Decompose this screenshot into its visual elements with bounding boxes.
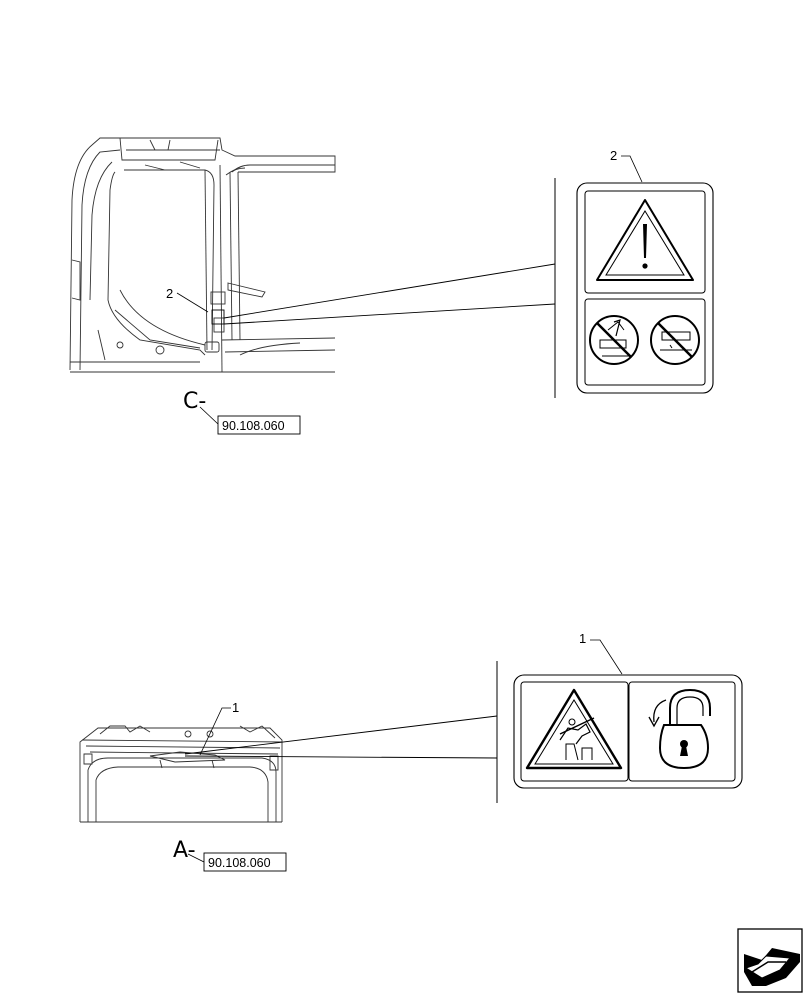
padlock-icon: [648, 688, 711, 770]
decal-callout-number-a: 1: [579, 631, 586, 646]
next-page-arrow-icon[interactable]: [737, 928, 803, 993]
callout-number-c: 2: [166, 286, 173, 301]
view-c-group: 2: [69, 137, 714, 435]
view-a-group: 1: [79, 631, 743, 872]
detail-projection-line-lower-a: [184, 755, 498, 759]
cab-side-drawing: [69, 137, 336, 373]
reference-text-a[interactable]: 90.108.060: [208, 856, 271, 870]
decal-warning-no-step: [576, 182, 714, 394]
detail-projection-line-lower-c: [223, 303, 556, 325]
view-reference-leader-a: [187, 853, 205, 863]
no-step-prohibition-icon: [589, 315, 639, 365]
callout-leader-a: [199, 707, 231, 756]
view-reference-leader-c: [199, 406, 219, 425]
rotate-arrow-icon: [653, 699, 667, 723]
decal-callout-leader-c: [621, 155, 643, 183]
view-letter-a: A-: [173, 838, 196, 863]
reference-text-c[interactable]: 90.108.060: [222, 419, 285, 433]
cab-rear-drawing: [79, 725, 283, 823]
decal-callout-leader-a: [590, 639, 623, 675]
reference-box-a: [203, 852, 287, 872]
callout-number-a: 1: [232, 700, 239, 715]
warning-triangle-icon: [596, 199, 694, 281]
decal-crush-hazard-lock: [513, 674, 743, 789]
reference-box-c: [217, 415, 301, 435]
no-sit-prohibition-icon: [650, 315, 700, 365]
detail-projection-line-upper-a: [184, 715, 498, 755]
detail-projection-line-upper-c: [223, 263, 556, 319]
view-letter-c: C-: [183, 389, 206, 414]
callout-leader-c: [176, 292, 209, 313]
decal-location-marker-c: [211, 309, 225, 325]
crush-hazard-triangle-icon: [525, 688, 623, 770]
decal-callout-number-c: 2: [610, 148, 617, 163]
